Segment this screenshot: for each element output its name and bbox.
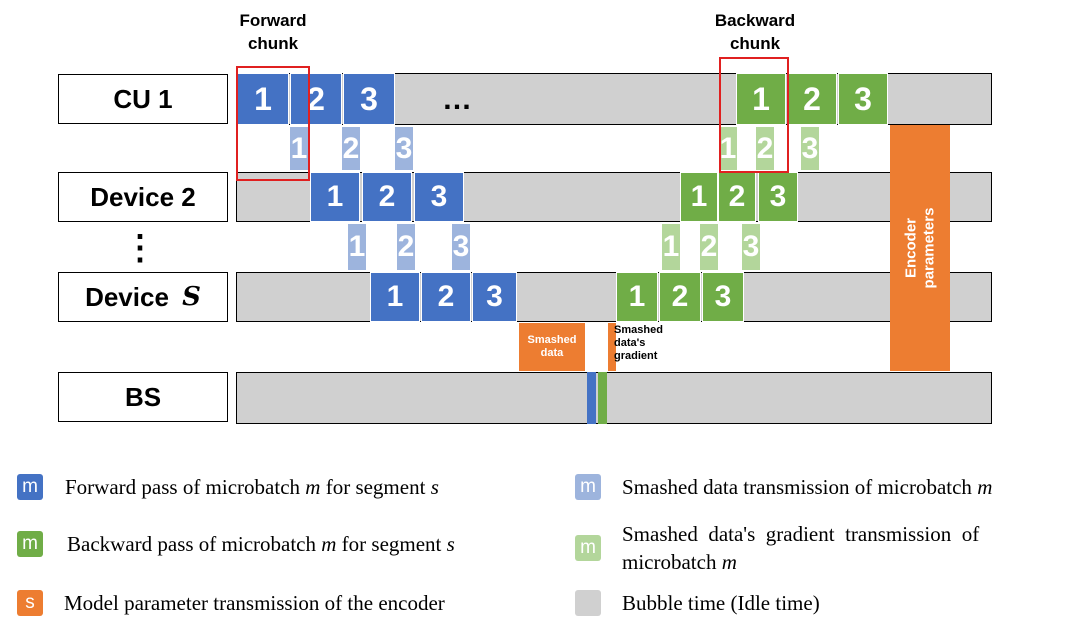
encoder-parameters-label: Encoder parameters <box>902 207 938 289</box>
smashed-gradient-label: Smashed data's gradient <box>614 324 663 362</box>
row-label-device-s: Device S <box>58 272 228 322</box>
legend-smashed-tx-var-m: m <box>977 474 993 499</box>
smashed-data-transmission: Smashed data <box>519 323 585 371</box>
device-s-forward-microbatch-1: 1 <box>370 272 420 322</box>
legend-gradient-tx-text-b: microbatch <box>622 550 722 574</box>
legend-forward: m Forward pass of microbatch m for segme… <box>17 474 439 500</box>
legend-backward-text: Backward pass of microbatch m for segmen… <box>67 532 455 557</box>
gradient-tx-device2-microbatch-2: 2 <box>699 223 719 271</box>
cu1-backward-microbatch-3: 3 <box>838 73 888 125</box>
legend-gradient-tx-var-m: m <box>721 550 737 574</box>
row-label-device2: Device 2 <box>58 172 228 222</box>
legend-forward-var-m: m <box>305 474 321 499</box>
legend-backward-text-b: for segment <box>336 531 447 556</box>
legend-gradient-tx-line1: Smashed data's gradient transmission of <box>622 522 980 546</box>
legend-backward-swatch: m <box>17 531 43 557</box>
smashed-tx-device2-microbatch-2: 2 <box>396 223 416 271</box>
gradient-tx-device2-microbatch-3: 3 <box>741 223 761 271</box>
legend-backward-var-s: s <box>446 531 455 556</box>
bs-forward-sliver <box>587 372 596 424</box>
device2-forward-microbatch-1: 1 <box>310 172 360 222</box>
legend-encoder-text: Model parameter transmission of the enco… <box>64 590 445 615</box>
device-s-variable: S <box>182 282 201 312</box>
legend-gradient-tx-line2: microbatch m <box>622 548 979 576</box>
legend-forward-text-b: for segment <box>320 474 431 499</box>
row-label-cu1: CU 1 <box>58 74 228 124</box>
smashed-tx-cu1-microbatch-3: 3 <box>394 126 414 171</box>
legend-forward-text-a: Forward pass of microbatch <box>65 474 306 499</box>
timeline-ellipsis: … <box>442 83 472 116</box>
cu1-backward-microbatch-2: 2 <box>787 73 837 125</box>
legend-backward-text-a: Backward pass of microbatch <box>67 531 322 556</box>
device2-backward-microbatch-1: 1 <box>680 172 718 222</box>
legend-forward-swatch: m <box>17 474 43 500</box>
device-s-prefix: Device <box>85 281 177 312</box>
device2-forward-microbatch-3: 3 <box>414 172 464 222</box>
smashed-gradient-transmission <box>608 323 616 371</box>
legend-smashed-tx-text: Smashed data transmission of microbatch … <box>622 475 992 500</box>
legend-bubble: Bubble time (Idle time) <box>575 590 820 616</box>
cu1-forward-microbatch-3: 3 <box>343 73 395 125</box>
backward-chunk-label: Backward chunk <box>714 11 796 53</box>
cu1-backward-microbatch-1: 1 <box>736 73 786 125</box>
smashed-tx-device2-microbatch-3: 3 <box>451 223 471 271</box>
bs-idle-bar <box>236 372 992 424</box>
gradient-tx-device2-microbatch-1: 1 <box>661 223 681 271</box>
legend-smashed-tx-text-a: Smashed data transmission of microbatch <box>622 474 978 499</box>
device-s-backward-microbatch-2: 2 <box>659 272 701 322</box>
legend-smashed-tx: m Smashed data transmission of microbatc… <box>575 474 992 500</box>
device2-forward-microbatch-2: 2 <box>362 172 412 222</box>
legend-forward-text: Forward pass of microbatch m for segment… <box>65 475 439 500</box>
legend-backward-var-m: m <box>321 531 337 556</box>
device-s-backward-microbatch-3: 3 <box>702 272 744 322</box>
legend-gradient-tx-text: Smashed data's gradient transmission of … <box>622 520 979 576</box>
legend-bubble-swatch <box>575 590 601 616</box>
legend-gradient-tx: m Smashed data's gradient transmission o… <box>575 520 979 576</box>
device2-backward-microbatch-2: 2 <box>718 172 756 222</box>
forward-chunk-label: Forward chunk <box>239 11 307 53</box>
device2-backward-microbatch-3: 3 <box>758 172 798 222</box>
gradient-tx-cu1-microbatch-2: 2 <box>755 126 775 171</box>
device-s-forward-microbatch-3: 3 <box>472 272 517 322</box>
legend-encoder: s Model parameter transmission of the en… <box>17 590 445 616</box>
cu1-forward-microbatch-2: 2 <box>290 73 342 125</box>
forward-chunk-outline <box>236 66 310 181</box>
legend-smashed-tx-swatch: m <box>575 474 601 500</box>
backward-chunk-outline <box>719 57 789 173</box>
smashed-tx-device2-microbatch-1: 1 <box>347 223 367 271</box>
legend-forward-var-s: s <box>430 474 439 499</box>
device-s-forward-microbatch-2: 2 <box>421 272 471 322</box>
legend-encoder-swatch: s <box>17 590 43 616</box>
legend-gradient-tx-swatch: m <box>575 535 601 561</box>
smashed-tx-cu1-microbatch-2: 2 <box>341 126 361 171</box>
gradient-tx-cu1-microbatch-3: 3 <box>800 126 820 171</box>
gradient-tx-cu1-microbatch-1: 1 <box>718 126 738 171</box>
legend-backward: m Backward pass of microbatch m for segm… <box>17 531 455 557</box>
legend-bubble-text: Bubble time (Idle time) <box>622 590 820 615</box>
device-s-backward-microbatch-1: 1 <box>616 272 658 322</box>
row-label-bs: BS <box>58 372 228 422</box>
device-s-idle-bar <box>236 272 992 322</box>
encoder-parameters-transmission: Encoder parameters <box>890 125 950 371</box>
vertical-ellipsis: ⋮ <box>123 229 157 267</box>
bs-backward-sliver <box>598 372 607 424</box>
